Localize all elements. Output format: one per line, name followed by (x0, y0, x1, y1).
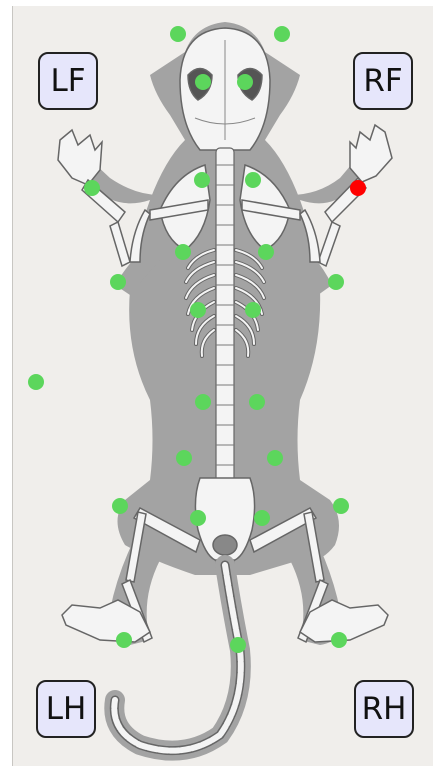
marker-abdomen-lower-right[interactable] (267, 450, 283, 466)
marker-pelvis-left[interactable] (190, 510, 206, 526)
marker-eye-right[interactable] (237, 74, 253, 90)
right-fore-button[interactable]: RF (353, 52, 413, 110)
marker-thorax-right[interactable] (245, 302, 261, 318)
left-hind-button[interactable]: LH (36, 680, 96, 738)
marker-head-left[interactable] (170, 26, 186, 42)
marker-abdomen-upper-right[interactable] (249, 394, 265, 410)
marker-left-forelimb-wrist[interactable] (84, 180, 100, 196)
marker-abdomen-lower-left[interactable] (176, 450, 192, 466)
marker-right-elbow[interactable] (328, 274, 344, 290)
marker-outside[interactable] (28, 374, 44, 390)
marker-right-forelimb-wrist[interactable] (350, 180, 366, 196)
marker-thorax-left[interactable] (190, 302, 206, 318)
marker-right-ankle[interactable] (331, 632, 347, 648)
left-fore-button[interactable]: LF (38, 52, 98, 110)
marker-left-knee[interactable] (112, 498, 128, 514)
marker-pelvis-right[interactable] (254, 510, 270, 526)
marker-neck-left[interactable] (194, 172, 210, 188)
marker-head-right[interactable] (274, 26, 290, 42)
marker-abdomen-upper-left[interactable] (195, 394, 211, 410)
marker-shoulder-right[interactable] (258, 244, 274, 260)
marker-tail-base[interactable] (230, 637, 246, 653)
right-hind-button[interactable]: RH (354, 680, 414, 738)
skull (180, 28, 270, 150)
marker-eye-left[interactable] (195, 74, 211, 90)
marker-left-ankle[interactable] (116, 632, 132, 648)
marker-right-knee[interactable] (333, 498, 349, 514)
marker-neck-right[interactable] (245, 172, 261, 188)
marker-shoulder-left[interactable] (175, 244, 191, 260)
marker-left-elbow[interactable] (110, 274, 126, 290)
